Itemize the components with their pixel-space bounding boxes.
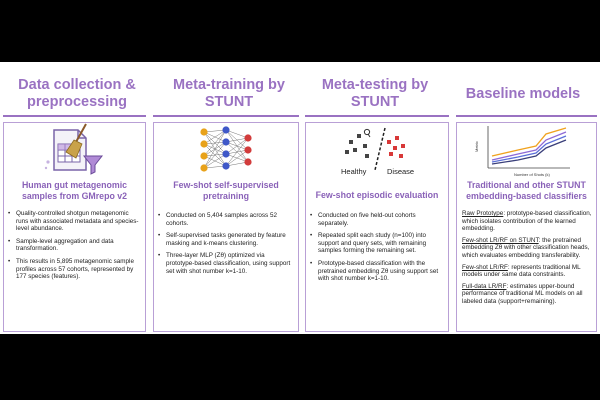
list-item: Repeated split each study (n=100) into s… <box>310 232 444 255</box>
column-3-panel <box>305 122 449 332</box>
column-1-panel <box>3 122 146 332</box>
raw-prototype-paragraph: Raw Prototype: prototype-based classific… <box>462 210 592 233</box>
list-item: Prototype-based classification with the … <box>310 260 444 283</box>
list-item: Sample-level aggregation and data transf… <box>8 238 140 253</box>
data-cleaning-icon <box>44 123 104 175</box>
column-1-subtitle: Human gut metagenomic samples from GMrep… <box>21 180 128 201</box>
column-3-bullets: Conducted on five held-out cohorts separ… <box>310 212 444 288</box>
column-4-title: Baseline models <box>465 86 581 102</box>
list-item: Conducted on 5,404 samples across 52 coh… <box>158 212 294 227</box>
column-2-title: Meta-training by STUNT <box>173 77 285 110</box>
list-item: Self-supervised tasks generated by featu… <box>158 232 294 247</box>
disease-label: Disease <box>387 167 414 176</box>
list-item: Three-layer MLP (Zθ) optimized via proto… <box>158 252 294 275</box>
column-2-bullets: Conducted on 5,404 samples across 52 coh… <box>158 212 294 280</box>
few-shot-lr-rf-paragraph: Few-shot LR/RF: represents traditional M… <box>462 263 581 279</box>
diagram-canvas: Data collection & preprocessing Meta-tra… <box>0 62 600 334</box>
column-3-subtitle: Few-shot episodic evaluation <box>315 190 439 200</box>
column-4-paragraphs: Raw Prototype: prototype-based classific… <box>462 210 593 306</box>
broom-icon <box>65 123 87 159</box>
line-chart-icon: Metric Number of Shots (k) <box>474 126 570 177</box>
list-item: Conducted on five held-out cohorts separ… <box>310 212 444 227</box>
list-item: This results in 5,895 metagenomic sample… <box>8 258 140 281</box>
chart-ylabel: Metric <box>474 141 479 152</box>
column-3-rule <box>305 115 449 117</box>
column-4-subtitle: Traditional and other STUNT embedding-ba… <box>466 180 587 201</box>
column-3-title: Meta-testing by STUNT <box>321 77 429 110</box>
full-data-paragraph: Full-data LR/RF: estimates upper-bound p… <box>462 282 583 305</box>
list-item: Quality-controlled shotgun metagenomic r… <box>8 210 140 233</box>
column-4-rule <box>456 115 597 117</box>
chart-xlabel: Number of Shots (k) <box>514 172 550 177</box>
funnel-icon <box>82 155 104 175</box>
column-1-bullets: Quality-controlled shotgun metagenomic r… <box>8 210 140 286</box>
column-1-rule <box>3 115 146 117</box>
neural-network-icon <box>200 126 252 172</box>
column-1-title: Data collection & preprocessing <box>18 77 136 110</box>
column-4-panel <box>456 122 597 332</box>
column-2-rule <box>153 115 299 117</box>
few-shot-stunt-paragraph: Few-shot LR/RF on STUNT: the pretrained … <box>462 236 590 259</box>
column-2-panel <box>153 122 299 332</box>
healthy-label: Healthy <box>341 167 367 176</box>
scatter-split-icon: Healthy Disease <box>341 127 414 176</box>
column-2-subtitle: Few-shot self-supervised pretraining <box>173 180 279 201</box>
